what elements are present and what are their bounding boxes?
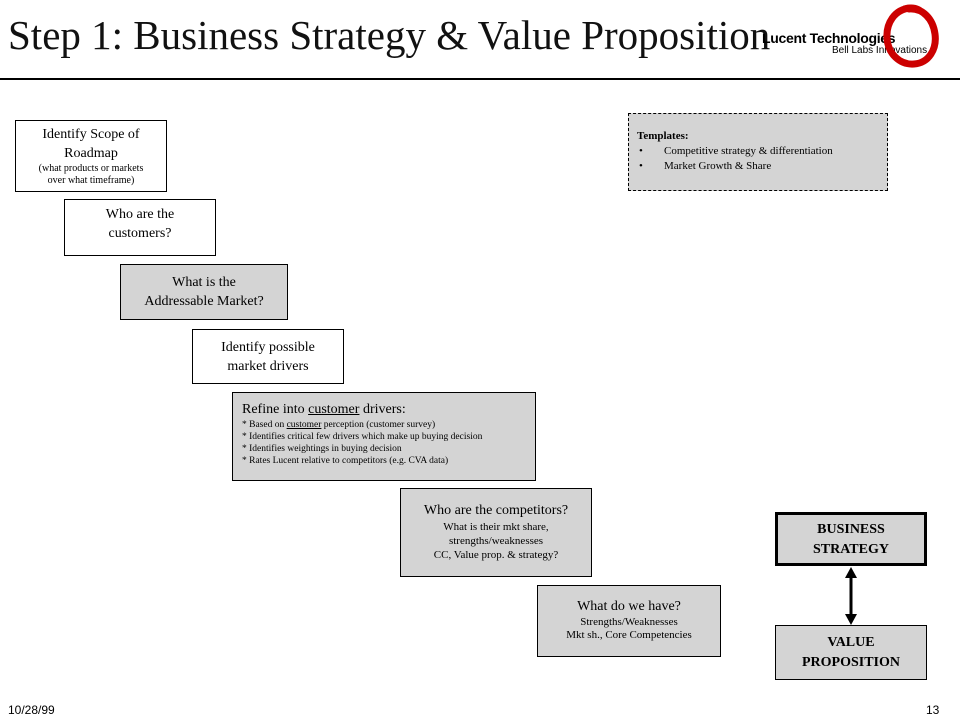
competitors-heading: Who are the competitors? <box>423 503 569 518</box>
business-strategy-box: BUSINESS STRATEGY <box>775 512 927 566</box>
innovation-ring-icon <box>883 4 939 68</box>
bullet-icon: • <box>639 160 643 172</box>
template-item-label: Market Growth & Share <box>664 160 772 172</box>
templates-panel: Templates: • Competitive strategy & diff… <box>628 113 888 191</box>
refine-bullet-1-underlined: customer <box>286 420 322 430</box>
company-logo: Lucent Technologies Bell Labs Innovation… <box>762 30 927 56</box>
template-item: • Competitive strategy & differentiation <box>637 144 879 159</box>
value-proposition-box: VALUE PROPOSITION <box>775 625 927 680</box>
step-refine-drivers: Refine into customer drivers: * Based on… <box>232 392 536 481</box>
double-arrow-icon <box>845 567 857 625</box>
step-scope-line2: Roadmap <box>64 146 118 161</box>
business-strategy-line1: BUSINESS <box>817 522 885 537</box>
logo-tagline: Bell Labs Innovations <box>832 45 928 56</box>
step-customers-line1: Who are the <box>105 207 175 222</box>
have-line2: Mkt sh., Core Competencies <box>566 629 692 641</box>
slide-title: Step 1: Business Strategy & Value Propos… <box>8 12 771 58</box>
title-divider <box>0 78 960 80</box>
value-proposition-line1: VALUE <box>827 635 875 650</box>
refine-bullet-1-suffix: perception (customer survey) <box>321 420 436 430</box>
step-customers: Who are the customers? <box>64 199 216 256</box>
template-item-label: Competitive strategy & differentiation <box>664 145 833 157</box>
step-customers-line2: customers? <box>108 226 172 241</box>
step-scope-note1: (what products or markets <box>38 163 144 174</box>
footer-date: 10/28/99 <box>8 703 55 717</box>
refine-heading-underlined: customer <box>308 402 360 417</box>
competitors-line1: What is their mkt share, <box>443 521 549 533</box>
step-what-we-have: What do we have? Strengths/Weaknesses Mk… <box>537 585 721 657</box>
step-market-drivers: Identify possible market drivers <box>192 329 344 384</box>
refine-bullet-1: * Based on customer perception (customer… <box>242 419 535 431</box>
step-drivers-line1: Identify possible <box>221 340 315 355</box>
refine-bullet-3: * Identifies weightings in buying decisi… <box>242 444 402 454</box>
template-item: • Market Growth & Share <box>637 159 879 174</box>
refine-heading: Refine into customer drivers: <box>242 401 535 419</box>
bullet-icon: • <box>639 145 643 157</box>
step-scope-note2: over what timeframe) <box>47 175 135 186</box>
templates-heading: Templates: <box>637 130 689 142</box>
step-drivers-line2: market drivers <box>227 359 309 374</box>
refine-bullet-2: * Identifies critical few drivers which … <box>242 432 483 442</box>
refine-heading-prefix: Refine into <box>242 402 309 417</box>
refine-bullet-1-prefix: * Based on <box>242 420 287 430</box>
competitors-line2: strengths/weaknesses <box>448 535 544 547</box>
have-line1: Strengths/Weaknesses <box>580 616 678 628</box>
step-market-line2: Addressable Market? <box>144 294 264 309</box>
step-identify-scope: Identify Scope of Roadmap (what products… <box>15 120 167 192</box>
competitors-line3: CC, Value prop. & strategy? <box>433 549 559 561</box>
step-market-line1: What is the <box>172 275 236 290</box>
step-scope-line1: Identify Scope of <box>42 127 140 142</box>
logo-company-name: Lucent Technologies <box>762 30 896 46</box>
step-competitors: Who are the competitors? What is their m… <box>400 488 592 577</box>
refine-bullet-4: * Rates Lucent relative to competitors (… <box>242 456 449 466</box>
step-addressable-market: What is the Addressable Market? <box>120 264 288 320</box>
business-strategy-line2: STRATEGY <box>813 542 889 557</box>
value-proposition-line2: PROPOSITION <box>801 655 900 670</box>
page-number: 13 <box>926 703 940 717</box>
have-heading: What do we have? <box>577 599 681 614</box>
refine-heading-suffix: drivers: <box>359 402 406 417</box>
